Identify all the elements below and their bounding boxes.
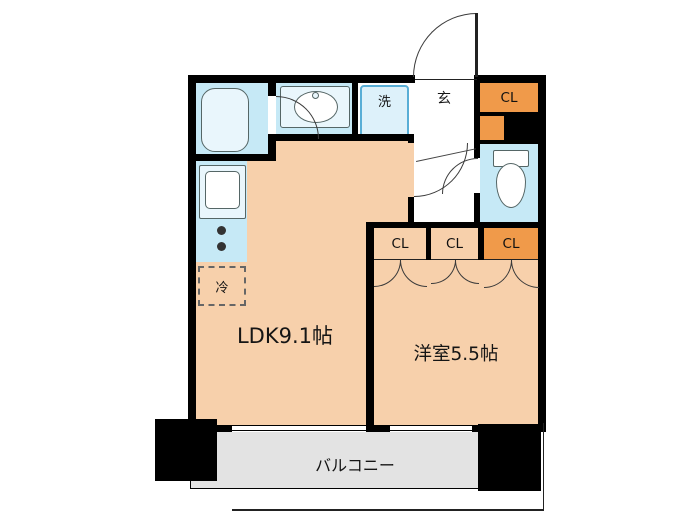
room-label-entrance: 玄 <box>437 91 451 107</box>
pipe-shaft <box>478 116 504 140</box>
wall <box>474 193 480 222</box>
washing-machine-pan-icon: 洗 <box>360 85 409 139</box>
refrigerator-space: 冷 <box>198 266 246 306</box>
wall <box>188 154 276 161</box>
wall <box>268 138 276 156</box>
closet-bedroom-center: CL <box>431 228 478 260</box>
wall <box>478 228 484 260</box>
closet-right-label: CL <box>502 236 520 252</box>
pillar <box>478 424 541 491</box>
wall <box>477 75 546 83</box>
wall <box>352 83 358 134</box>
balcony-outer-line <box>232 509 544 511</box>
room-label-bedroom: 洋室5.5帖 <box>413 344 499 365</box>
wall <box>188 75 415 83</box>
stove-burner-icon <box>217 242 226 251</box>
wall <box>366 425 390 432</box>
closet-bedroom-right: CL <box>484 228 538 260</box>
wall <box>268 83 276 96</box>
wall <box>408 197 414 222</box>
stove-burner-icon <box>217 226 226 235</box>
window-sash-line <box>390 429 472 431</box>
closet-hall-label: CL <box>500 89 518 106</box>
wall <box>538 75 546 432</box>
kitchen-sink-icon <box>205 171 240 209</box>
balcony <box>190 432 517 489</box>
closet-bedroom-left: CL <box>374 228 426 260</box>
entrance-threshold-line <box>415 79 477 81</box>
wall <box>426 228 431 260</box>
closet-center-label: CL <box>446 236 463 252</box>
bathtub-icon <box>201 88 249 152</box>
window-sash-line <box>232 429 366 431</box>
refrigerator-label: 冷 <box>215 280 229 296</box>
wall <box>474 75 480 158</box>
laundry-label: 洗 <box>377 95 391 110</box>
entrance-door-arc <box>413 13 477 77</box>
room-label-ldk: LDK9.1帖 <box>236 324 334 348</box>
pillar <box>155 419 217 481</box>
toilet-bowl-icon <box>496 163 526 208</box>
closet-hall: CL <box>480 83 538 112</box>
balcony-outer-line <box>542 423 544 511</box>
faucet-icon <box>312 92 319 99</box>
wall <box>408 134 414 143</box>
wall <box>366 222 546 228</box>
room-label-balcony: バルコニー <box>315 456 395 475</box>
wall <box>268 134 414 141</box>
entrance-door-leaf <box>475 13 478 77</box>
closet-left-label: CL <box>391 236 409 252</box>
wall <box>366 222 374 432</box>
wall <box>188 75 196 432</box>
